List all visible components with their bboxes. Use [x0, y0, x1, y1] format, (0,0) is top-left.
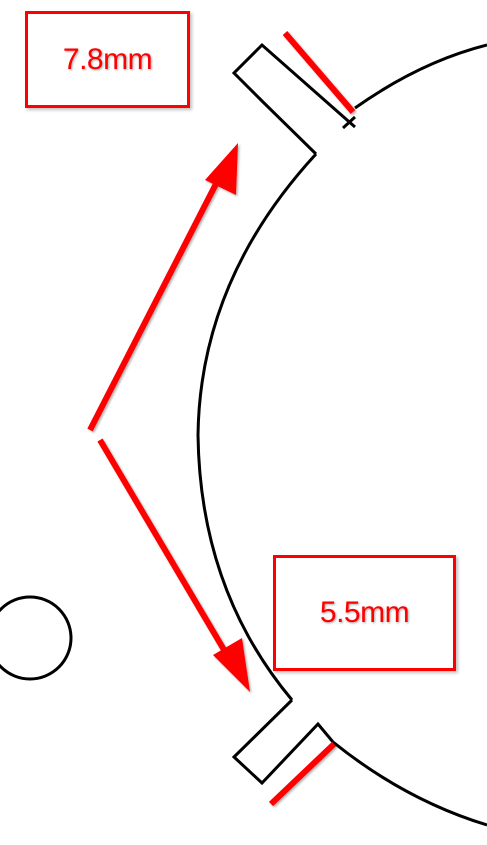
bottom-tab-outline: [231, 698, 335, 786]
main-body-arc-left: [196, 152, 318, 701]
arrow-down: [97, 438, 250, 692]
bottom-highlight-bar: [268, 741, 337, 807]
bottom-measurement-text: 5.5mm: [319, 596, 410, 629]
small-hole-circle: [0, 595, 73, 681]
bottom-measurement-label: 5.5mm: [273, 555, 456, 671]
top-tab-inner-edge: [341, 115, 357, 130]
top-measurement-text: 7.8mm: [62, 42, 153, 76]
top-highlight-bar: [282, 31, 356, 114]
top-tab-outline: [231, 42, 356, 156]
top-measurement-label: 7.8mm: [25, 11, 190, 108]
main-body-arc: [354, 43, 487, 110]
arrow-up: [87, 143, 238, 432]
main-body-arc-bottom: [332, 740, 487, 827]
